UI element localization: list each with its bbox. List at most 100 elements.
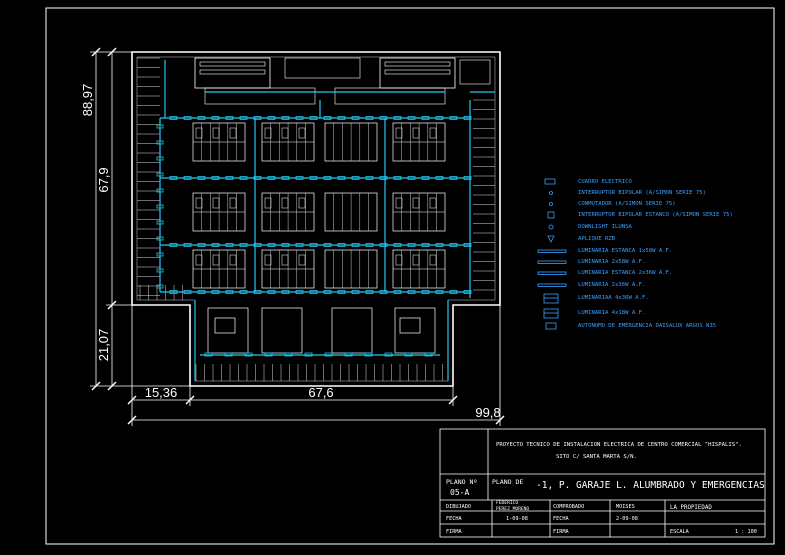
car-icon xyxy=(429,254,437,266)
dim-bottom-total: 99,8 xyxy=(475,405,500,420)
luminaire-mark xyxy=(309,243,318,247)
escala-value: 1 : 100 xyxy=(735,529,757,535)
luminaire-mark xyxy=(211,116,220,120)
luminaire-mark xyxy=(407,243,416,247)
luminaire-mark xyxy=(379,176,388,180)
luminaire-mark xyxy=(365,290,374,294)
luminaire-mark xyxy=(309,176,318,180)
legend-item: CONMUTADOR (A/SIMON SERIE 75) xyxy=(549,201,676,207)
luminaire-mark xyxy=(253,290,262,294)
car-icon xyxy=(395,197,403,209)
legend-item: INTERRUPTOR BIPOLAR ESTANCO (A/SIMON SER… xyxy=(547,211,733,219)
plano-no: 05-A xyxy=(450,488,469,497)
luminaire-mark xyxy=(156,252,164,257)
luminaire-mark xyxy=(264,352,273,357)
luminaire-mark xyxy=(225,243,234,247)
luminaire-mark xyxy=(211,176,220,180)
legend-label: DOWNLIGHT ILUNSA xyxy=(578,224,633,230)
luminaire-mark xyxy=(364,352,373,357)
dim-left-upper: 67,9 xyxy=(96,167,111,192)
dim-left-lower: 21,07 xyxy=(96,329,111,362)
fecha-value-1: 1-09-08 xyxy=(506,516,528,522)
luminaire-mark xyxy=(183,116,192,120)
luminaire-mark xyxy=(156,220,164,225)
luminaire-mark xyxy=(365,116,374,120)
luminaire-mark xyxy=(365,176,374,180)
propiedad: LA PROPIEDAD xyxy=(670,505,712,511)
luminaire-mark xyxy=(197,116,206,120)
luminaire-mark xyxy=(183,290,192,294)
luminaire-mark xyxy=(351,290,360,294)
luminaire-mark xyxy=(295,290,304,294)
luminaire-mark xyxy=(295,176,304,180)
luminaire-mark xyxy=(156,188,164,193)
luminaire-mark xyxy=(421,176,430,180)
car-icon xyxy=(429,127,437,139)
car-icon xyxy=(264,127,272,139)
legend-item: LUMINARIA 2x58W A.F. xyxy=(537,259,645,265)
luminaire-mark xyxy=(156,140,164,145)
car-icon xyxy=(195,254,203,266)
plano-no-label: PLANO Nº xyxy=(446,478,477,486)
luminaire-mark xyxy=(407,116,416,120)
legend-item: INTERRUPTOR BIPOLAR (A/SIMON SERIE 75) xyxy=(549,190,706,196)
luminaire-mark xyxy=(435,243,444,247)
firma-label-1: FIRMA xyxy=(446,529,462,535)
luminaire-mark xyxy=(379,290,388,294)
car-icon xyxy=(229,197,237,209)
luminaire-mark xyxy=(449,176,458,180)
luminaire-mark xyxy=(324,352,333,357)
car-icon xyxy=(412,127,420,139)
luminaire-grid-icon xyxy=(543,308,559,319)
luminaire-mark xyxy=(393,290,402,294)
luminaire-mark xyxy=(156,284,164,289)
luminaire-mark xyxy=(337,116,346,120)
luminaire-mark xyxy=(323,176,332,180)
escala-label: ESCALA xyxy=(670,529,690,535)
luminaire-mark xyxy=(463,116,472,120)
dibujado-name-1: FEDERICO xyxy=(496,500,518,506)
dibujado-name-2: PEREZ MORENO xyxy=(496,506,529,512)
right-stalls xyxy=(473,99,495,291)
car-icon xyxy=(229,254,237,266)
luminaire-mark xyxy=(449,290,458,294)
dim-left-total: 88,97 xyxy=(80,84,95,117)
luminaire-mark xyxy=(379,116,388,120)
legend-item: LUMINARIA 2x36W A.F. xyxy=(537,282,645,288)
luminaire-mark xyxy=(393,176,402,180)
luminaire-icon xyxy=(537,249,567,253)
emergency-icon xyxy=(545,322,557,330)
luminaire-mark xyxy=(344,352,353,357)
dim-bottom-mid: 67,6 xyxy=(308,385,333,400)
luminaire-mark xyxy=(169,176,178,180)
luminaire-mark xyxy=(156,124,164,129)
luminaire-mark xyxy=(384,352,393,357)
luminaire-mark xyxy=(239,243,248,247)
car-icon xyxy=(281,254,289,266)
luminaire-mark xyxy=(225,116,234,120)
luminaire-mark xyxy=(435,176,444,180)
luminaire-mark xyxy=(393,116,402,120)
dim-bottom-left: 15,36 xyxy=(145,385,178,400)
legend-label: LUMINARIA ESTANCA 1x58W A.F. xyxy=(578,248,672,254)
luminaire-mark xyxy=(197,243,206,247)
car-icon xyxy=(229,127,237,139)
luminaire-mark xyxy=(449,116,458,120)
car-icon xyxy=(298,254,306,266)
legend-label: AUTONOMO DE EMERGENCIA DAISALUX ARGOS N3… xyxy=(578,323,716,329)
car-icon xyxy=(212,197,220,209)
wall-lamp-icon xyxy=(547,235,555,243)
fecha-value-2: 2-09-08 xyxy=(616,516,638,522)
luminaire-mark xyxy=(337,290,346,294)
luminaire-mark xyxy=(295,243,304,247)
title-block xyxy=(439,428,766,538)
legend-label: LUMINARIAA 4x36W A.F. xyxy=(578,295,649,301)
luminaire-mark xyxy=(284,352,293,357)
luminaire-mark xyxy=(337,176,346,180)
bottom-stalls xyxy=(139,285,443,381)
fecha-label-2: FECHA xyxy=(553,516,569,522)
luminaire-mark xyxy=(393,243,402,247)
luminaire-mark xyxy=(156,236,164,241)
